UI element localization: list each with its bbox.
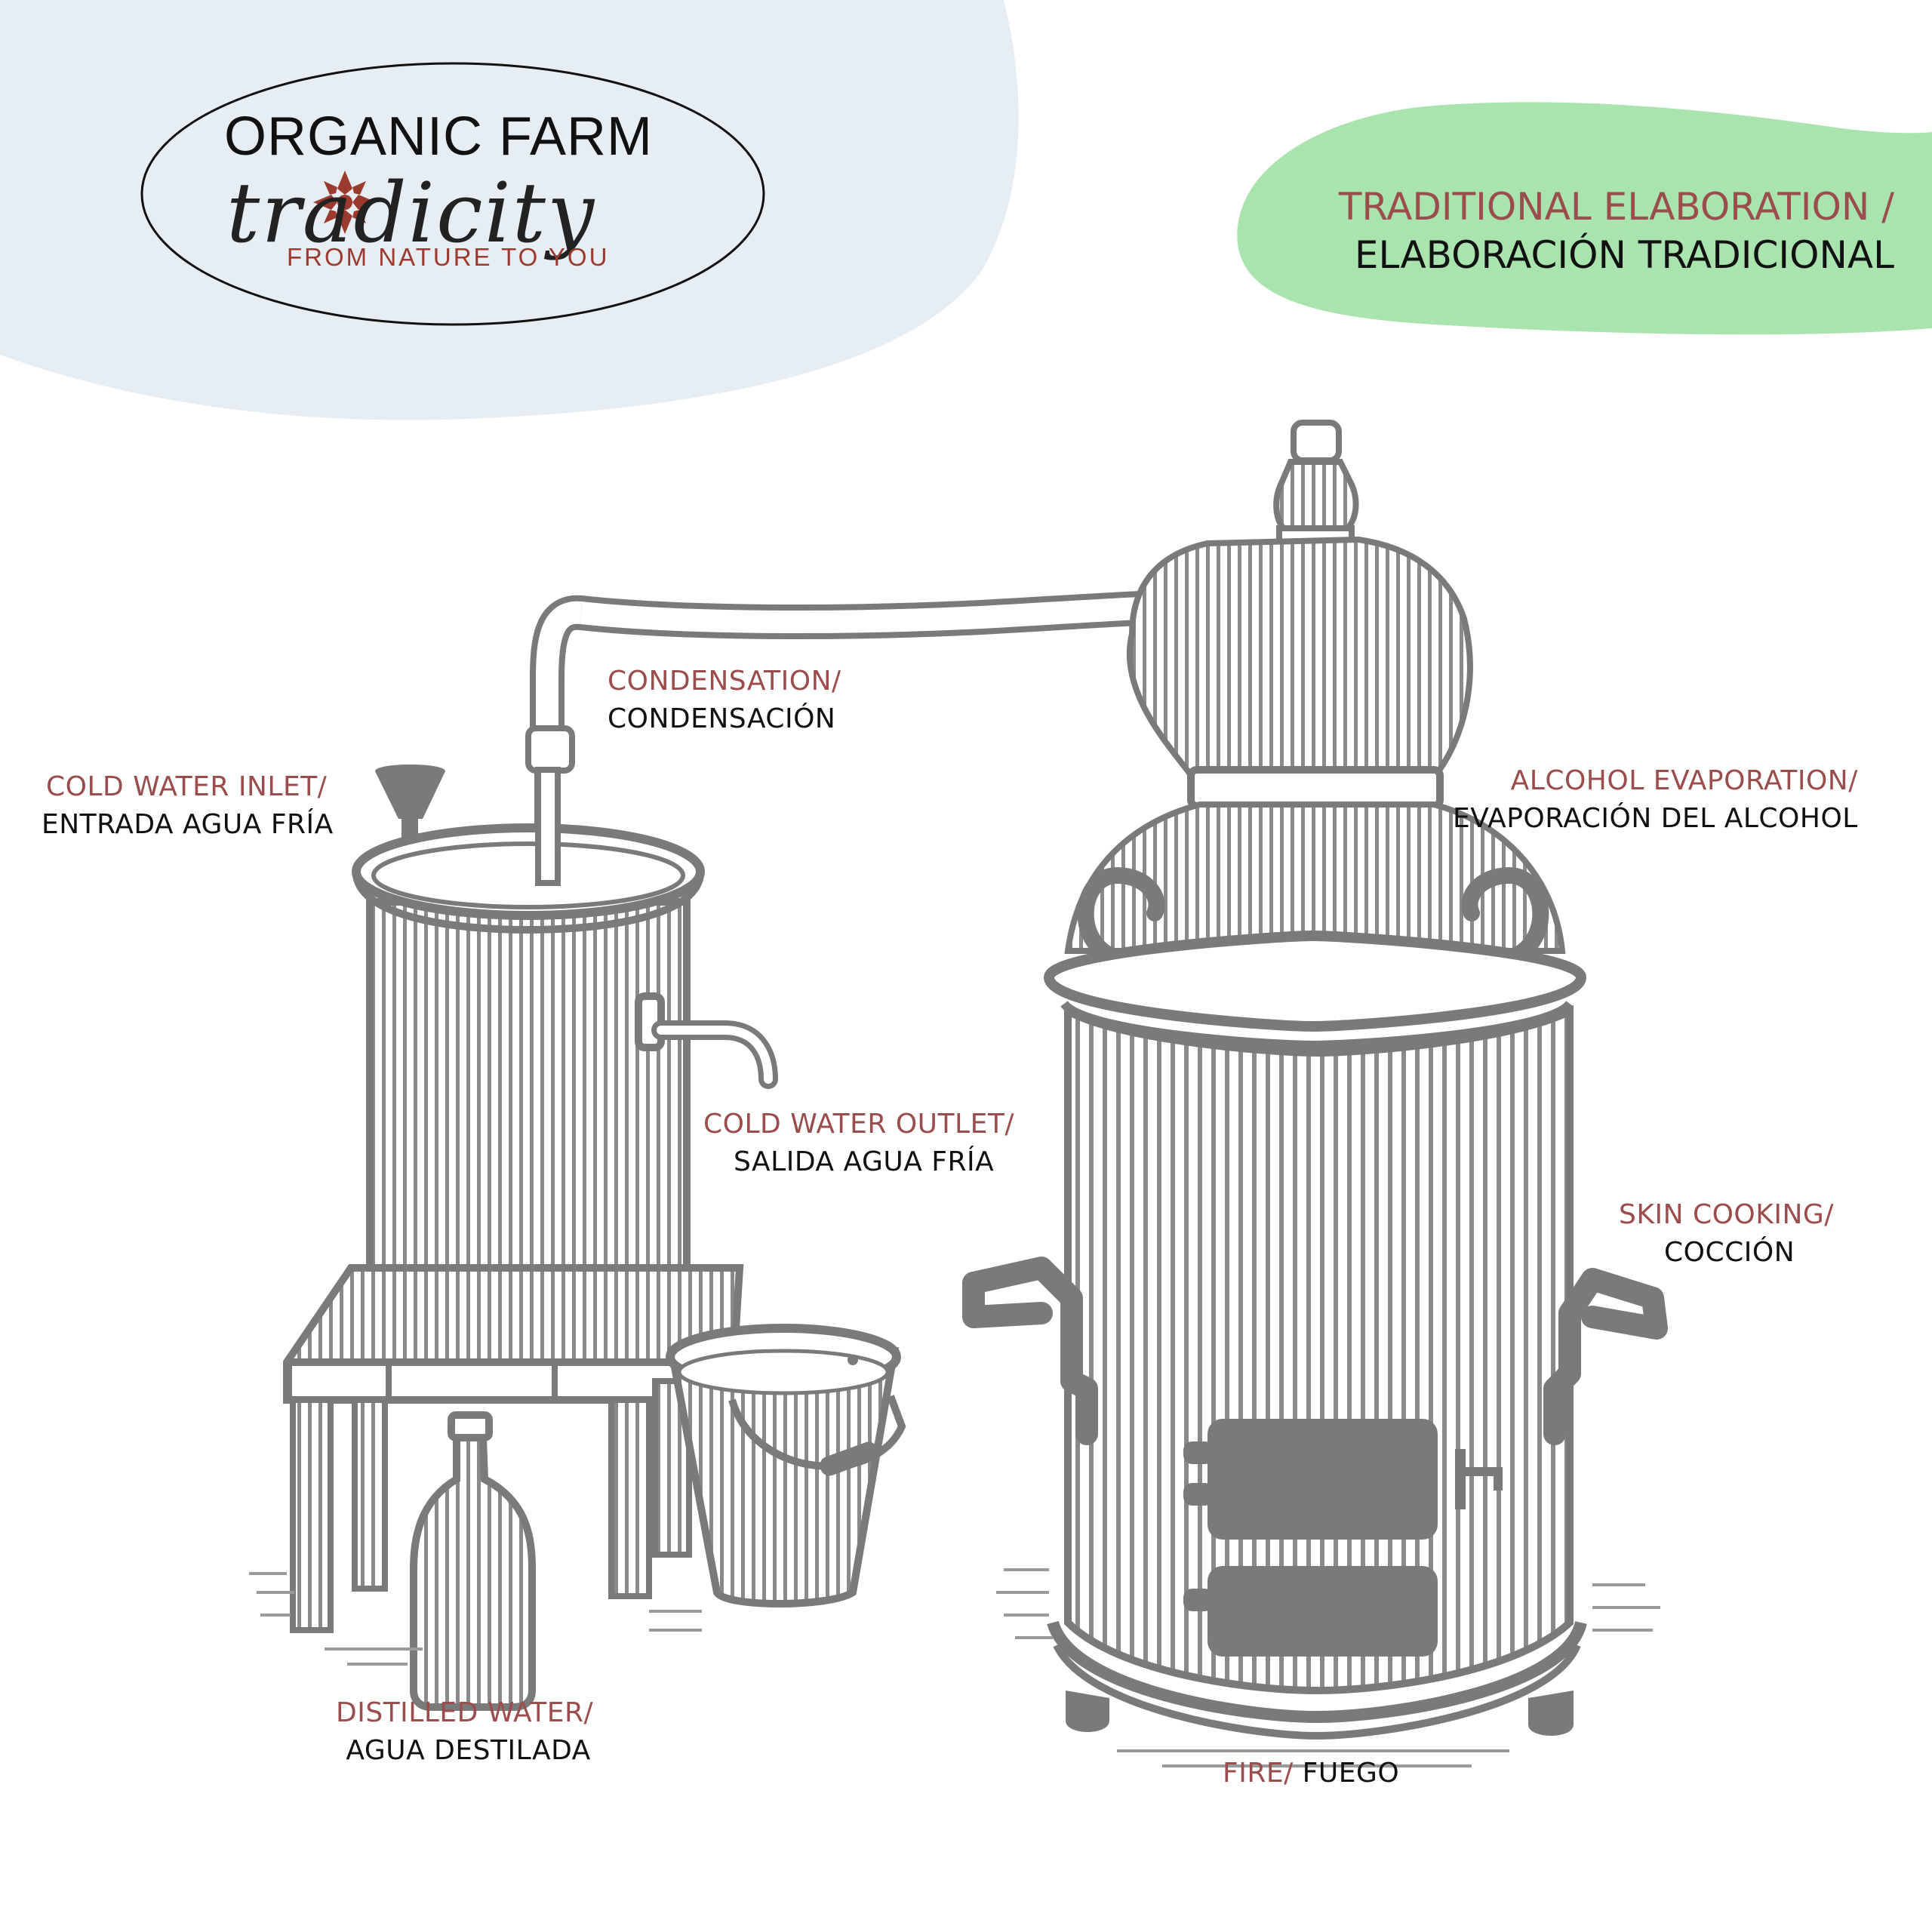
brand-organic-farm: ORGANIC FARM (223, 106, 654, 167)
firebox-door-upper (1208, 1419, 1438, 1540)
label-alcohol-evaporation-es: EVAPORACIÓN DEL ALCOHOL (1453, 803, 1858, 834)
label-skin-cooking-es: COCCIÓN (1664, 1237, 1795, 1268)
bucket (666, 1324, 906, 1607)
label-cold-water-outlet: COLD WATER OUTLET/ SALIDA AGUA FRÍA (703, 1106, 1014, 1181)
label-distilled-water-es: AGUA DESTILADA (346, 1735, 591, 1766)
label-alcohol-evaporation-en: ALCOHOL EVAPORATION/ (1510, 765, 1858, 796)
firebox-door-lower (1208, 1566, 1438, 1657)
label-distilled-water-en: DISTILLED WATER/ (336, 1697, 594, 1728)
title-en: TRADITIONAL ELABORATION / (1338, 185, 1894, 229)
label-cold-water-inlet-es: ENTRADA AGUA FRÍA (42, 809, 334, 840)
title-es: ELABORACIÓN TRADICIONAL (1354, 233, 1894, 277)
label-cold-water-inlet-en: COLD WATER INLET/ (46, 771, 328, 802)
label-skin-cooking-en: SKIN COOKING/ (1619, 1199, 1834, 1230)
bottle (410, 1411, 536, 1711)
label-fire: FIRE/ FUEGO (1223, 1755, 1399, 1792)
label-fire-en: FIRE/ (1223, 1758, 1294, 1789)
alembic-still (525, 420, 1668, 1767)
title-background-blob (1237, 102, 1932, 335)
logo-flower-icon (313, 171, 377, 234)
label-skin-cooking: SKIN COOKING/ COCCIÓN (1619, 1196, 1834, 1272)
label-cold-water-inlet: COLD WATER INLET/ ENTRADA AGUA FRÍA (42, 768, 334, 844)
label-fire-es: FUEGO (1302, 1758, 1400, 1789)
label-condensation-en: CONDENSATION/ (608, 666, 841, 697)
brand-tagline: FROM NATURE TO YOU (287, 243, 610, 271)
page-title: TRADITIONAL ELABORATION / ELABORACIÓN TR… (1306, 183, 1894, 279)
label-condensation-es: CONDENSACIÓN (608, 703, 836, 734)
label-alcohol-evaporation: ALCOHOL EVAPORATION/ EVAPORACIÓN DEL ALC… (1453, 762, 1858, 838)
brand-logo-wordmark: tradicity (226, 165, 596, 261)
label-distilled-water: DISTILLED WATER/ AGUA DESTILADA (336, 1694, 593, 1770)
label-cold-water-outlet-en: COLD WATER OUTLET/ (703, 1109, 1014, 1140)
logo-background-blob (0, 0, 1019, 420)
label-cold-water-outlet-es: SALIDA AGUA FRÍA (734, 1146, 995, 1177)
logo-ellipse (140, 62, 765, 326)
condenser-tank (352, 764, 778, 1383)
label-condensation: CONDENSATION/ CONDENSACIÓN (608, 663, 841, 738)
wooden-stand (283, 1264, 744, 1633)
